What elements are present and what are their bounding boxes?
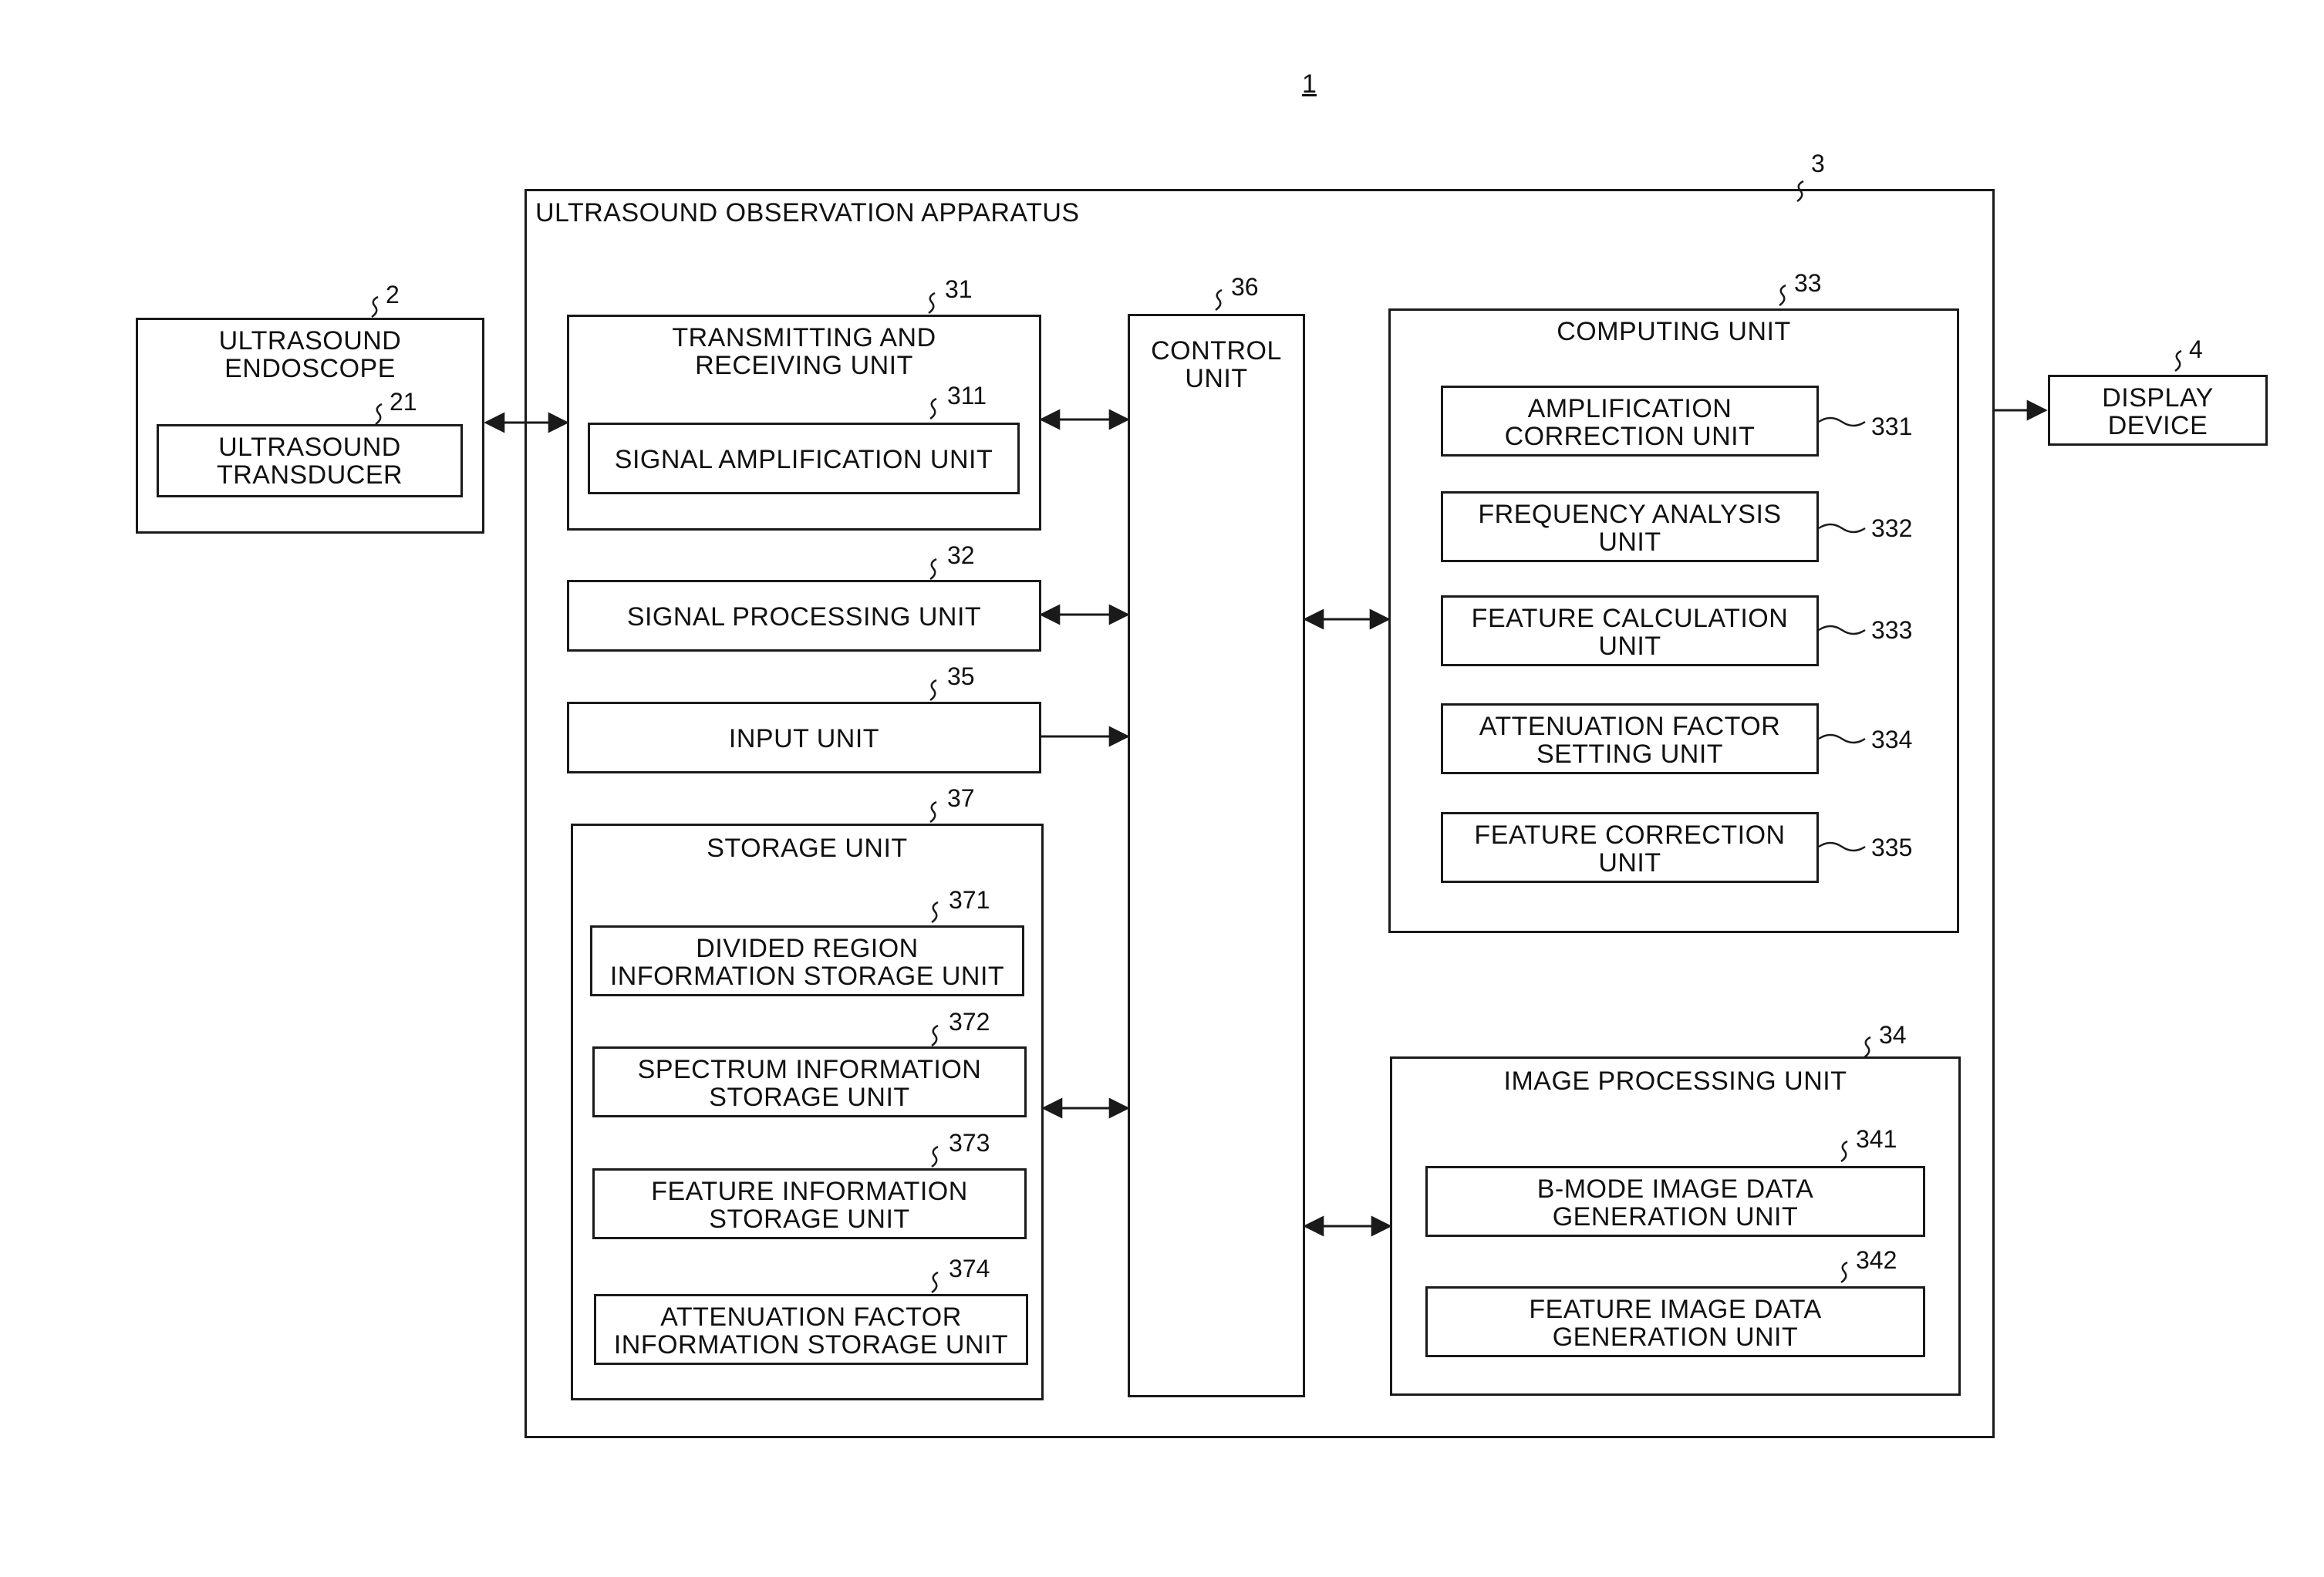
- ref-transmitting: 31: [945, 276, 973, 302]
- ref-storage: 37: [947, 785, 975, 811]
- computing-item-334-label: ATTENUATION FACTOR SETTING UNIT: [1441, 713, 1819, 768]
- image-item-342-label: FEATURE IMAGE DATA GENERATION UNIT: [1425, 1296, 1925, 1351]
- input-unit-label: INPUT UNIT: [567, 725, 1041, 753]
- ref-341: 341: [1856, 1126, 1897, 1152]
- ref-374: 374: [949, 1255, 990, 1282]
- transmitting-receiving-label: TRANSMITTING AND RECEIVING UNIT: [567, 324, 1041, 379]
- ref-334: 334: [1871, 726, 1912, 753]
- ref-332: 332: [1871, 515, 1912, 541]
- ref-transducer: 21: [390, 389, 417, 415]
- ref-image-processing: 34: [1879, 1022, 1907, 1048]
- ref-apparatus: 3: [1811, 150, 1825, 177]
- ultrasound-endoscope-label: ULTRASOUND ENDOSCOPE: [136, 327, 484, 382]
- signal-amplification-label: SIGNAL AMPLIFICATION UNIT: [588, 446, 1020, 473]
- computing-item-332-label: FREQUENCY ANALYSIS UNIT: [1441, 500, 1819, 556]
- storage-item-371-label: DIVIDED REGION INFORMATION STORAGE UNIT: [590, 935, 1024, 990]
- ref-endoscope: 2: [386, 281, 400, 308]
- ref-input: 35: [947, 663, 975, 689]
- ref-computing: 33: [1794, 270, 1822, 296]
- image-item-341-label: B-MODE IMAGE DATA GENERATION UNIT: [1425, 1175, 1925, 1231]
- ref-342: 342: [1856, 1247, 1897, 1273]
- ref-display: 4: [2189, 336, 2203, 362]
- ref-331: 331: [1871, 413, 1912, 440]
- computing-item-331-label: AMPLIFICATION CORRECTION UNIT: [1441, 395, 1819, 450]
- ref-373: 373: [949, 1130, 990, 1156]
- display-device-label: DISPLAY DEVICE: [2048, 384, 2268, 440]
- ref-amplification: 311: [947, 382, 987, 409]
- ref-signal-processing: 32: [947, 542, 975, 568]
- ref-371: 371: [949, 887, 990, 913]
- computing-item-335-label: FEATURE CORRECTION UNIT: [1441, 821, 1819, 877]
- ref-control: 36: [1231, 274, 1259, 300]
- storage-item-373-label: FEATURE INFORMATION STORAGE UNIT: [592, 1178, 1027, 1233]
- storage-item-372-label: SPECTRUM INFORMATION STORAGE UNIT: [592, 1056, 1027, 1111]
- figure-number: 1: [1302, 69, 1317, 99]
- computing-item-333-label: FEATURE CALCULATION UNIT: [1441, 605, 1819, 660]
- ultrasound-transducer-label: ULTRASOUND TRANSDUCER: [157, 433, 463, 489]
- image-processing-label: IMAGE PROCESSING UNIT: [1390, 1067, 1961, 1095]
- control-unit-box: [1128, 314, 1305, 1397]
- computing-unit-label: COMPUTING UNIT: [1388, 318, 1959, 345]
- storage-unit-label: STORAGE UNIT: [571, 834, 1044, 862]
- hook-4: [2175, 351, 2181, 371]
- storage-item-374-label: ATTENUATION FACTOR INFORMATION STORAGE U…: [594, 1303, 1028, 1359]
- signal-processing-label: SIGNAL PROCESSING UNIT: [567, 603, 1041, 631]
- apparatus-label: ULTRASOUND OBSERVATION APPARATUS: [535, 199, 1080, 227]
- ref-335: 335: [1871, 834, 1912, 861]
- ref-372: 372: [949, 1009, 990, 1035]
- hook-2: [372, 297, 378, 317]
- control-unit-label: CONTROL UNIT: [1128, 337, 1305, 393]
- ref-333: 333: [1871, 617, 1912, 643]
